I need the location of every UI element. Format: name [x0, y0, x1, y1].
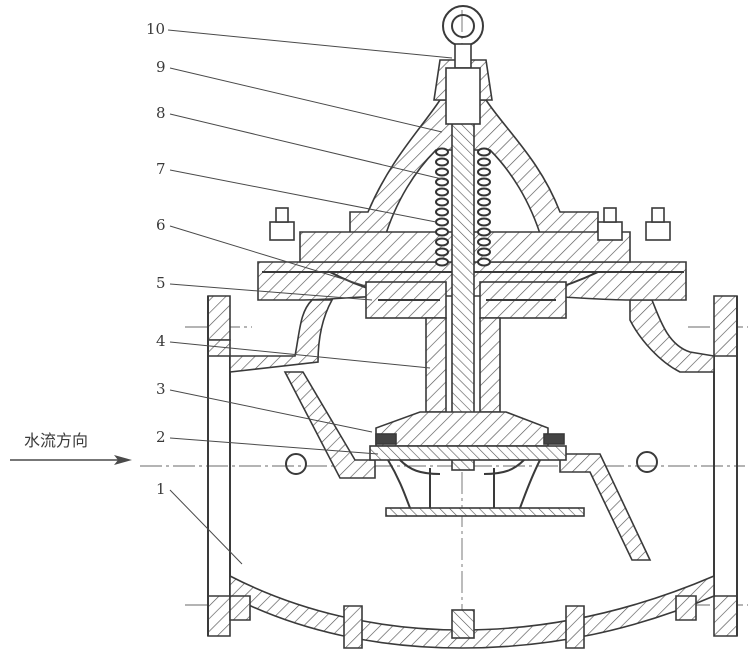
spring-coil	[435, 197, 449, 207]
spring-coil	[477, 227, 491, 237]
spring-coil	[477, 247, 491, 257]
callout-number: 4	[156, 332, 166, 350]
spring-coil	[477, 257, 491, 267]
diaphragm-plate	[365, 281, 567, 319]
spring-coil	[435, 257, 449, 267]
spring-coil	[435, 147, 449, 157]
spring-coil	[435, 227, 449, 237]
callout-number: 10	[146, 20, 165, 38]
spring-coil	[435, 247, 449, 257]
spring	[435, 147, 491, 267]
spring-coil	[477, 147, 491, 157]
flow-direction-label: 水流方向	[24, 431, 88, 450]
callout-number: 2	[156, 428, 166, 446]
spring-coil	[477, 187, 491, 197]
spring-coil	[435, 217, 449, 227]
callout-number: 7	[156, 160, 166, 178]
spring-coil	[477, 217, 491, 227]
stem-guide	[425, 317, 501, 413]
spring-coil	[477, 177, 491, 187]
spring-coil	[435, 167, 449, 177]
callout-number: 5	[156, 274, 166, 292]
valve-body	[207, 295, 738, 649]
spring-coil	[435, 187, 449, 197]
spring-coil	[435, 157, 449, 167]
spring-coil	[477, 197, 491, 207]
callout-number: 1	[156, 480, 166, 498]
spring-coil	[435, 207, 449, 217]
spring-coil	[435, 237, 449, 247]
spring-coil	[477, 157, 491, 167]
valve-disc	[369, 411, 585, 517]
callout-number: 8	[156, 104, 166, 122]
callout-number: 9	[156, 58, 166, 76]
spring-coil	[477, 207, 491, 217]
callout-number: 3	[156, 380, 166, 398]
spring-coil	[477, 167, 491, 177]
callout-number: 6	[156, 216, 166, 234]
callouts: 10 9 8 7 6 5 4 3 2 1	[146, 20, 453, 565]
flow-direction: 水流方向	[10, 431, 132, 465]
stem	[445, 67, 481, 471]
spring-coil	[477, 237, 491, 247]
